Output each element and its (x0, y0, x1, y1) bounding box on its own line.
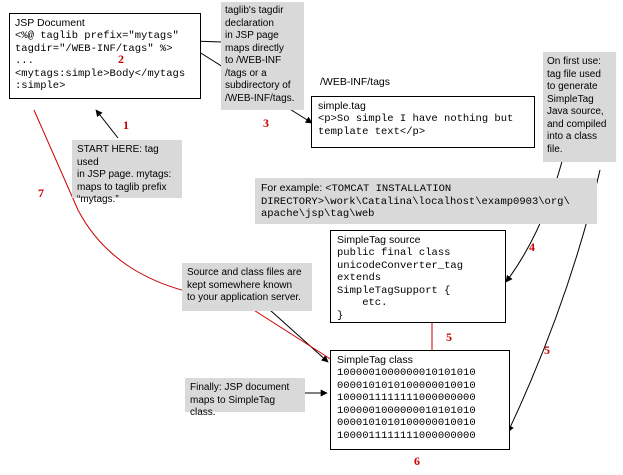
jsp-document-title: JSP Document (15, 17, 85, 29)
jsp-line: <%@ taglib prefix="mytags" (15, 30, 179, 42)
step-number-5b: 5 (544, 343, 550, 357)
simple-tag-line: template text</p> (318, 125, 426, 138)
simpletag-source-box: SimpleTag source public final class unic… (330, 230, 506, 323)
finally-callout: Finally: JSP document maps to SimpleTag … (185, 378, 305, 418)
source-line: public final class (337, 247, 451, 259)
simple-tag-box: simple.tag <p>So simple I have nothing b… (311, 96, 535, 148)
jsp-line: tagdir="/WEB-INF/tags" %> (15, 42, 173, 55)
example-path-callout: For example: <TOMCAT INSTALLATION DIRECT… (255, 178, 597, 224)
callout-line: maps directly (225, 42, 284, 54)
class-binary-line: 1000011111111000000000 (337, 392, 476, 404)
callout-line: and compiled (547, 118, 607, 130)
callout-line: SimpleTag (547, 93, 594, 105)
callout-line: taglib's tagdir (225, 5, 284, 16)
source-line: } (337, 309, 344, 322)
callout-line: maps to SimpleTag class. (190, 394, 276, 419)
example-path-line: <TOMCAT INSTALLATION (325, 183, 452, 195)
step-number-1: 1 (123, 118, 129, 132)
callout-line: /tags or a (225, 67, 267, 79)
simpletag-class-box: SimpleTag class 1000001000000010101010 0… (330, 350, 510, 450)
callout-line: file. (547, 143, 563, 155)
class-binary-line: 0000101010100000010010 (337, 417, 476, 429)
jsp-line: :simple> (15, 80, 66, 92)
callout-line: to your application server. (187, 292, 301, 303)
simple-tag-title: simple.tag (318, 100, 366, 112)
callout-line: declaration (225, 17, 274, 29)
step-number-5: 5 (446, 330, 452, 344)
class-binary-line: 0000101010100000010010 (337, 379, 476, 392)
callout-line: Java source, (547, 106, 604, 117)
callout-line: On first use: (547, 56, 601, 67)
callout-line: maps to taglib prefix (77, 181, 167, 193)
simple-tag-line: <p>So simple I have nothing but (318, 113, 514, 125)
arrow-source-to-class (269, 309, 329, 363)
callout-line: to /WEB-INF (225, 55, 282, 66)
source-line: SimpleTagSupport { (337, 284, 451, 297)
taglib-callout: taglib's tagdir declaration in JSP page … (221, 2, 304, 110)
callout-line: Source and class files are (187, 267, 302, 278)
source-line: extends (337, 272, 382, 284)
callout-line: “mytags.” (77, 194, 119, 205)
callout-line: /WEB-INF/tags. (225, 92, 295, 104)
source-title: SimpleTag source (337, 234, 421, 246)
callout-line: in JSP page. mytags: (77, 169, 172, 180)
class-binary-line: 1000001000000010101010 (337, 367, 476, 379)
example-prefix: For example: (261, 182, 326, 194)
class-binary-line: 1000011111111000000000 (337, 429, 476, 442)
callout-line: START HERE: tag used (77, 144, 159, 168)
callout-line: Finally: JSP document (190, 382, 290, 393)
example-path-line: apache\jsp\tag\web (261, 208, 375, 220)
class-binary-line: 1000001000000010101010 (337, 404, 476, 417)
callout-line: tag file used (547, 68, 601, 80)
jsp-line: ... (15, 55, 34, 67)
step-number-7: 7 (38, 186, 44, 200)
callout-line: kept somewhere known (187, 279, 293, 291)
source-class-files-callout: Source and class files are kept somewher… (182, 263, 312, 311)
step-number-4: 4 (529, 240, 535, 254)
step-number-3: 3 (263, 116, 269, 130)
arrow-step-1 (95, 109, 119, 139)
step-number-2: 2 (118, 52, 124, 66)
callout-line: subdirectory of (225, 80, 291, 91)
source-line: unicodeConverter_tag (337, 259, 464, 272)
jsp-line: <mytags:simple>Body</mytags (15, 67, 186, 80)
callout-line: in JSP page (225, 30, 279, 41)
webinf-tags-label: /WEB-INF/tags (320, 76, 391, 88)
step-number-6: 6 (414, 454, 420, 468)
start-here-callout: START HERE: tag used in JSP page. mytags… (72, 140, 182, 205)
callout-line: into a class (547, 131, 598, 142)
example-path-line: DIRECTORY>\work\Catalina\localhost\examp… (261, 195, 570, 208)
class-title: SimpleTag class (337, 354, 413, 366)
callout-line: to generate (547, 81, 598, 92)
first-use-callout: On first use: tag file used to generate … (543, 52, 616, 162)
jsp-document-box: JSP Document <%@ taglib prefix="mytags" … (9, 13, 201, 99)
source-line: etc. (337, 297, 388, 309)
